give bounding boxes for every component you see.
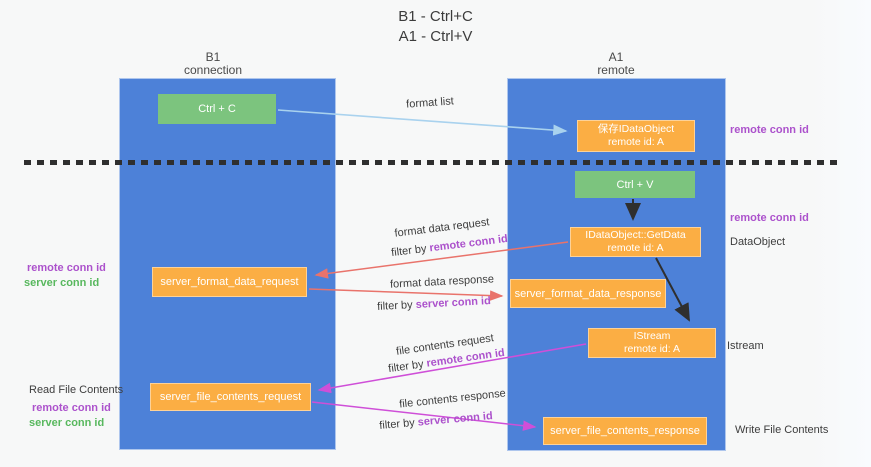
right-remote-conn-id-label-1: remote conn id bbox=[730, 124, 809, 136]
lifeline-a1-role: remote bbox=[597, 63, 635, 77]
filter-by-text: filter by bbox=[387, 357, 428, 376]
file-contents-response-label: file contents response bbox=[398, 387, 507, 411]
right-remote-conn-id-label-2: remote conn id bbox=[730, 212, 809, 224]
lifeline-header-a1: A1 remote bbox=[546, 51, 686, 77]
left-server-conn-id-label-1: server conn id bbox=[24, 277, 100, 289]
lifeline-header-b1: B1 connection bbox=[143, 51, 283, 77]
server-file-contents-request-box: server_file_contents_request bbox=[150, 383, 311, 411]
server-format-data-response-box: server_format_data_response bbox=[510, 279, 666, 308]
server-file-contents-request-label: server_file_contents_request bbox=[159, 391, 302, 403]
idataobject-getdata-line2: remote id: A bbox=[607, 242, 664, 254]
format-data-response-label: format data response bbox=[389, 273, 495, 291]
left-remote-conn-id-label-1: remote conn id bbox=[27, 262, 106, 274]
server-format-data-request-box: server_format_data_request bbox=[152, 267, 307, 297]
lifeline-a1-name: A1 bbox=[608, 50, 624, 64]
server-conn-id-text: server conn id bbox=[417, 410, 494, 429]
istream-side-label: Istream bbox=[727, 340, 764, 352]
read-file-contents-label: Read File Contents bbox=[29, 384, 124, 396]
filter-by-server-conn-id-label-2: filter by server conn id bbox=[370, 409, 503, 432]
diagram-title: B1 - Ctrl+C A1 - Ctrl+V bbox=[0, 7, 871, 47]
istream-box: IStream remote id: A bbox=[588, 328, 716, 358]
server-conn-id-text: server conn id bbox=[415, 295, 492, 311]
server-format-data-request-label: server_format_data_request bbox=[160, 276, 299, 288]
server-file-contents-response-label: server_file_contents_response bbox=[550, 425, 700, 437]
ctrl-v-box: Ctrl + V bbox=[575, 171, 695, 198]
lifeline-b1-role: connection bbox=[183, 63, 243, 77]
title-line-2: A1 - Ctrl+V bbox=[398, 28, 473, 45]
lifeline-b1-name: B1 bbox=[205, 50, 221, 64]
dashed-divider bbox=[24, 160, 838, 165]
save-idataobject-box: 保存IDataObject remote id: A bbox=[577, 120, 695, 152]
dataobject-label: DataObject bbox=[730, 236, 786, 248]
format-list-label: format list bbox=[405, 95, 455, 111]
idataobject-getdata-line1: IDataObject::GetData bbox=[585, 229, 686, 241]
filter-by-text: filter by bbox=[390, 242, 431, 260]
istream-line2: remote id: A bbox=[623, 343, 681, 355]
save-idataobject-line1: 保存IDataObject bbox=[597, 123, 675, 135]
istream-line1: IStream bbox=[633, 330, 671, 342]
idataobject-getdata-box: IDataObject::GetData remote id: A bbox=[570, 227, 701, 257]
ctrl-c-box: Ctrl + C bbox=[158, 94, 276, 124]
filter-by-server-conn-id-label-1: filter by server conn id bbox=[368, 295, 500, 314]
left-remote-conn-id-label-2: remote conn id bbox=[32, 402, 111, 414]
remote-conn-id-text: remote conn id bbox=[428, 232, 509, 255]
ctrl-c-label: Ctrl + C bbox=[198, 103, 236, 115]
filter-by-text: filter by bbox=[378, 416, 419, 432]
left-server-conn-id-label-2: server conn id bbox=[29, 417, 105, 429]
ctrl-v-label: Ctrl + V bbox=[616, 178, 654, 191]
filter-by-text: filter by bbox=[376, 298, 416, 313]
write-file-contents-label: Write File Contents bbox=[735, 424, 829, 436]
server-format-data-response-label: server_format_data_response bbox=[514, 287, 662, 300]
title-line-1: B1 - Ctrl+C bbox=[398, 8, 473, 25]
save-idataobject-line2: remote id: A bbox=[607, 136, 665, 148]
server-file-contents-response-box: server_file_contents_response bbox=[543, 417, 707, 445]
